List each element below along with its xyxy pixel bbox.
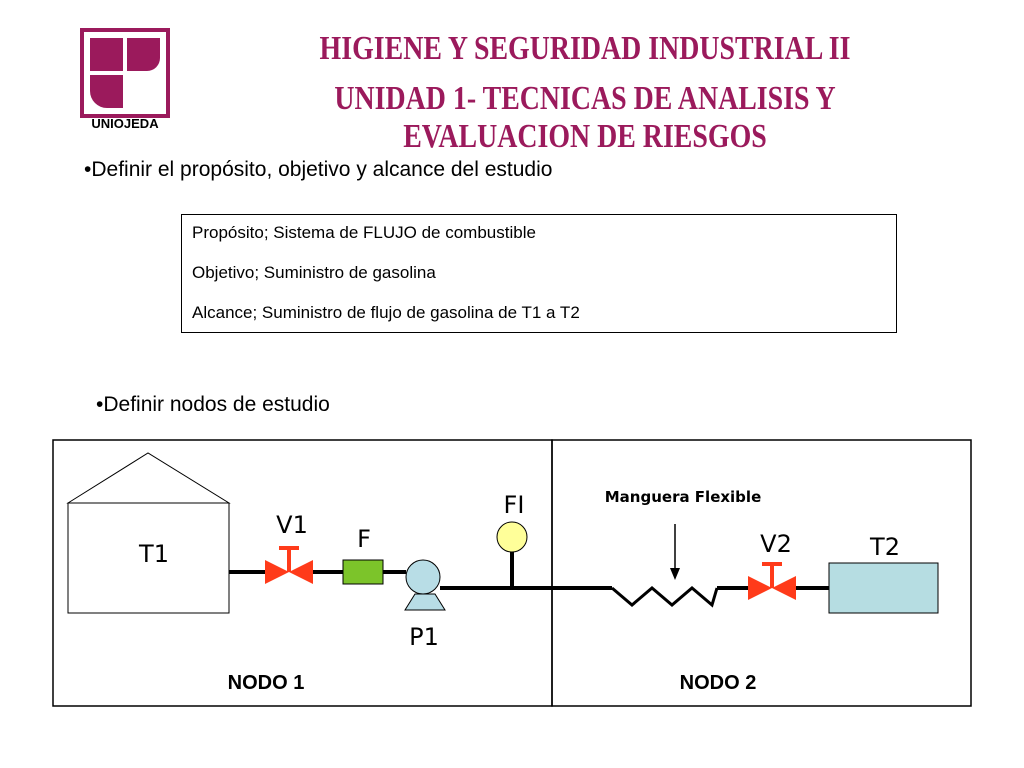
node2-box: [551, 439, 972, 707]
study-definition-box: Propósito; Sistema de FLUJO de combustib…: [181, 214, 897, 333]
purpose-line: Propósito; Sistema de FLUJO de combustib…: [192, 223, 536, 242]
flow-indicator-icon: [496, 521, 528, 553]
tank-t1-roof: [66, 452, 231, 504]
uniojeda-logo: [80, 28, 170, 134]
pump-base-icon: [404, 593, 446, 611]
pump-icon: [405, 559, 441, 595]
page-subtitle: UNIDAD 1- TECNICAS DE ANALISIS Y EVALUAC…: [334, 80, 836, 155]
node2-label: NODO 2: [680, 672, 757, 694]
hose-label: Manguera Flexible: [605, 488, 762, 506]
valve-v2-icon: [748, 576, 772, 600]
pump-label: P1: [409, 623, 439, 651]
valve-v1-label: V1: [276, 511, 308, 539]
page-title: HIGIENE Y SEGURIDAD INDUSTRIAL II: [319, 30, 851, 67]
valve-v2-label: V2: [760, 530, 792, 558]
objective-line: Objetivo; Suministro de gasolina: [192, 263, 436, 282]
scope-line: Alcance; Suministro de flujo de gasolina…: [192, 303, 580, 322]
filter-icon: [342, 559, 384, 585]
bullet-define-purpose: •Definir el propósito, objetivo y alcanc…: [84, 158, 553, 181]
tank-t1: [67, 502, 230, 614]
tank-t2-label: T2: [869, 533, 900, 561]
tank-t1-label: T1: [138, 540, 169, 568]
logo-text: UNIOJEDA: [91, 116, 159, 131]
node1-label: NODO 1: [228, 672, 305, 694]
flow-indicator-label: FI: [504, 491, 525, 519]
bullet-define-nodes: •Definir nodos de estudio: [96, 393, 330, 416]
filter-label: F: [357, 525, 371, 553]
tank-t2: [828, 562, 939, 614]
valve-v1-icon: [265, 560, 289, 584]
flexible-hose-icon: [611, 586, 719, 608]
